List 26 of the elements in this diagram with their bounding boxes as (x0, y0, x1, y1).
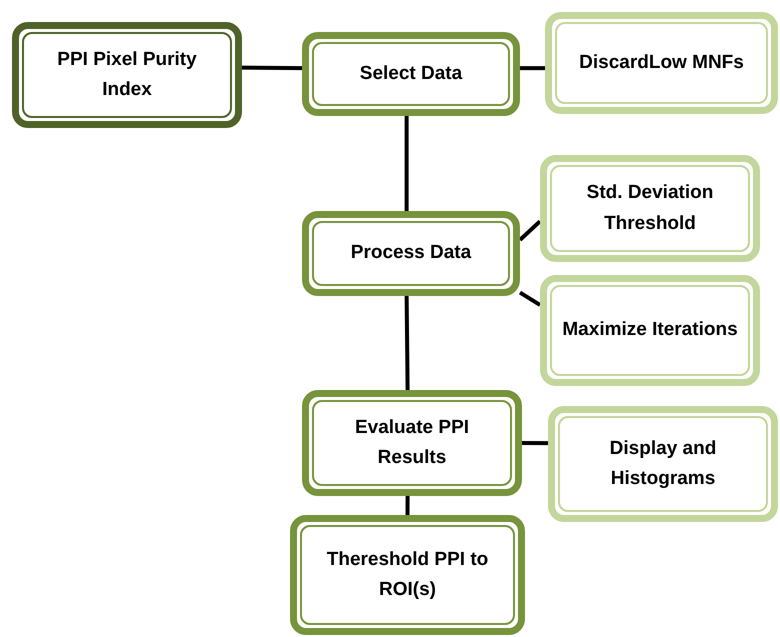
process-box (540, 275, 760, 386)
process-box (545, 12, 778, 114)
box-label: PPI Pixel Purity Index (56, 48, 198, 102)
process-box (302, 211, 520, 296)
connector-line (404, 116, 409, 211)
box-label: Process Data (350, 241, 472, 266)
connector-line (242, 66, 302, 70)
connector-line (518, 220, 542, 242)
box-label: Select Data (360, 62, 462, 86)
process-box (12, 22, 242, 128)
process-box (302, 390, 522, 496)
process-box (302, 32, 520, 116)
connector-line (518, 290, 542, 307)
box-label: Maximize Iterations (562, 318, 738, 342)
connector-line (520, 66, 545, 70)
connector-line (522, 441, 548, 446)
process-box (548, 406, 778, 522)
connector-line (404, 296, 410, 390)
box-label: Thereshold PPI to ROI(s) (326, 548, 490, 602)
box-label: Evaluate PPI Results (354, 416, 470, 470)
box-label: Display and Histograms (608, 436, 718, 491)
process-box (290, 515, 525, 635)
process-box (540, 155, 760, 262)
connector-line (406, 496, 410, 516)
box-label: DiscardLow MNFs (579, 50, 744, 75)
box-label: Std. Deviation Threshold (586, 181, 714, 236)
